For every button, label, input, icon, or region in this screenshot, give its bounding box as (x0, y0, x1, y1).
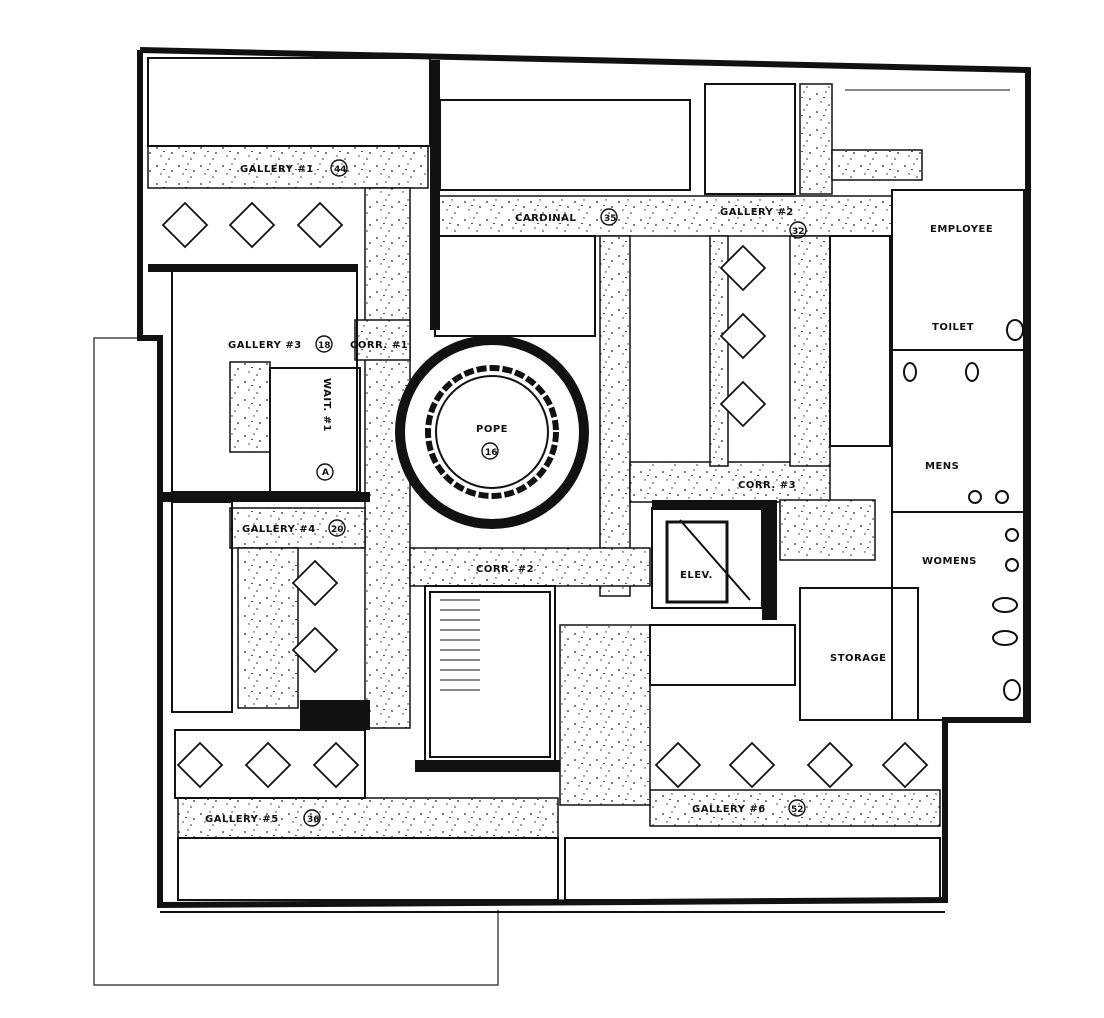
gallery1-number: 44 (334, 165, 347, 175)
gallery6-label: GALLERY #6 (692, 804, 766, 815)
gallery2-label: GALLERY #2 (720, 207, 794, 218)
corridors (147, 83, 941, 839)
pope-room (395, 335, 589, 529)
room-walls (147, 57, 1025, 901)
elev-label: ELEV. (680, 570, 713, 581)
gallery6-number: 52 (791, 805, 804, 815)
gallery4-label: GALLERY #4 (242, 524, 316, 535)
table-icon (719, 380, 767, 428)
table-icon (161, 201, 209, 249)
table-icon (881, 741, 929, 789)
pope-label: POPE (476, 424, 508, 435)
table-icon (719, 312, 767, 360)
table-icon (176, 741, 224, 789)
womens-label: WOMENS (922, 556, 977, 567)
table-icon (728, 741, 776, 789)
table-icon (654, 741, 702, 789)
toilet-label: TOILET (932, 322, 974, 333)
cardinal-label: CARDINAL (515, 213, 576, 224)
stairs (429, 89, 1010, 758)
restroom-fixtures (679, 319, 1024, 701)
corr1-label: CORR. #1 (350, 340, 408, 351)
gallery1-label: GALLERY #1 (240, 164, 314, 175)
storage-label: STORAGE (830, 653, 887, 664)
site-boundary-line (93, 337, 499, 986)
gallery5-label: GALLERY #5 (205, 814, 279, 825)
table-icon (719, 244, 767, 292)
table-icon (312, 741, 360, 789)
wait1-number: A (322, 468, 329, 478)
wait1-label: WAIT. #1 (321, 378, 332, 432)
thick-walls (148, 60, 777, 772)
outer-walls (137, 47, 1031, 913)
employee-label: EMPLOYEE (930, 224, 993, 235)
table-icon (244, 741, 292, 789)
mens-label: MENS (925, 461, 959, 472)
table-icon (291, 626, 339, 674)
pope-number: 16 (485, 448, 498, 458)
gallery-tables (161, 201, 929, 789)
room-labels: GALLERY #1 44 CARDINAL 35 GALLERY #2 32 … (205, 159, 993, 827)
cardinal-number: 35 (604, 214, 617, 224)
corr2-label: CORR. #2 (476, 564, 534, 575)
gallery2-number: 32 (792, 227, 805, 237)
table-icon (228, 201, 276, 249)
table-icon (806, 741, 854, 789)
elevator-shaft (665, 520, 729, 604)
table-icon (296, 201, 344, 249)
gallery3-number: 18 (318, 341, 331, 351)
gallery5-number: 36 (307, 815, 320, 825)
gallery4-number: 20 (331, 525, 344, 535)
table-icon (291, 559, 339, 607)
gallery3-label: GALLERY #3 (228, 340, 302, 351)
corr3-label: CORR. #3 (738, 480, 796, 491)
